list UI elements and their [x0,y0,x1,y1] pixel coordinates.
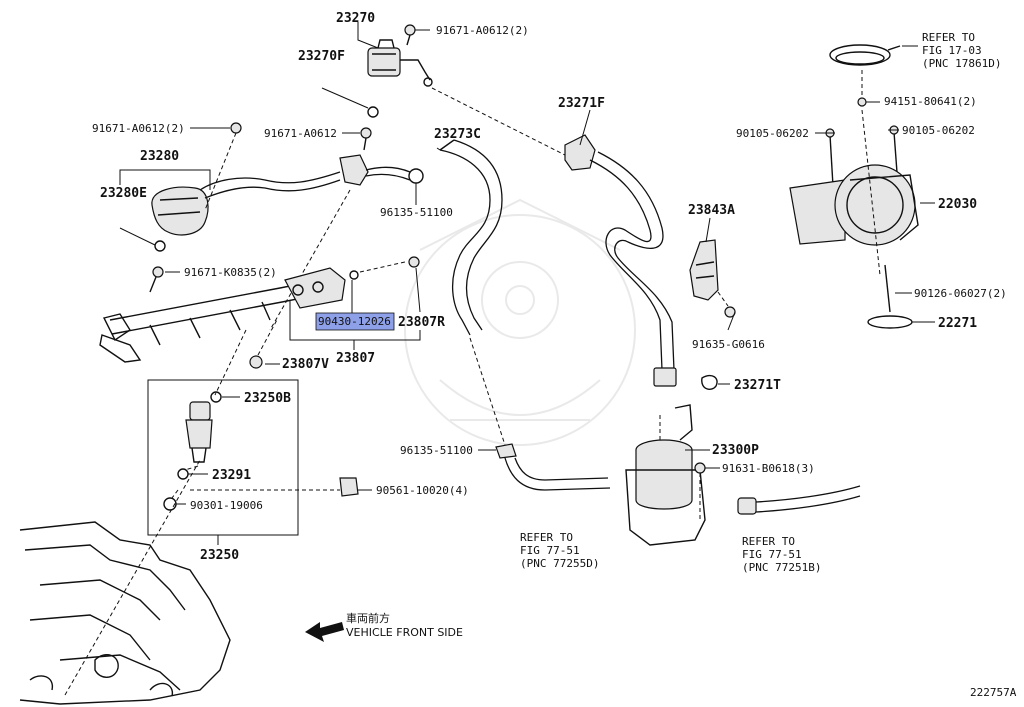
label-90105-06202-b[interactable]: 90105-06202 [902,124,975,137]
ref-77251B-line3[interactable]: (PNC 77251B) [742,561,821,574]
ref-77251B-line1: REFER TO [742,535,795,548]
label-23271F[interactable]: 23271F [558,96,605,111]
diagram-id: 222757A [970,686,1017,699]
hose-23273C [439,139,503,336]
engine-to-injector-dashline [64,459,201,696]
vehicle-front-arrow-icon [305,622,344,642]
label-90430-12026[interactable]: 90430-12026 [318,315,391,328]
fuel-hose-right [737,485,861,515]
plug-90561 [339,477,359,497]
ref-77251B-line2: FIG 77-51 [742,548,802,561]
label-91635-g0616[interactable]: 91635-G0616 [692,338,765,351]
label-23807V[interactable]: 23807V [282,357,329,372]
label-96135-51100-bottom[interactable]: 96135-51100 [400,444,473,457]
label-91671-k0835[interactable]: 91671-K0835(2) [184,266,277,279]
label-23291[interactable]: 23291 [212,468,251,483]
grommet-23291 [177,468,189,480]
label-23250[interactable]: 23250 [200,548,239,563]
vsv-23270 [367,39,433,87]
ref-77255D-line1: REFER TO [520,531,573,544]
o-ring-23270F [367,106,379,118]
label-90126-06027[interactable]: 90126-06027(2) [914,287,1007,300]
bolt-mid-91671 [360,127,372,151]
bolt-23807R [408,256,421,313]
label-23250B[interactable]: 23250B [244,391,291,406]
bolt-91671-K0835 [149,266,164,293]
hose-23271F [564,134,677,387]
leader-lines [119,22,935,505]
label-91671-a0612[interactable]: 91671-A0612 [264,127,337,140]
highlight-box [315,312,395,331]
label-94151-80641[interactable]: 94151-80641(2) [884,95,977,108]
label-23843A[interactable]: 23843A [688,203,735,218]
injector-group-box [147,379,299,536]
fuel-rail-23807 [99,267,346,363]
label-91631-b0618[interactable]: 91631-B0618(3) [722,462,815,475]
label-22271[interactable]: 22271 [938,316,977,331]
engine-block-outline [19,521,231,705]
label-23273C[interactable]: 23273C [434,127,481,142]
canister-23300P [625,404,706,546]
injector-23250 [185,391,222,463]
label-22030[interactable]: 22030 [938,197,977,212]
o-ring-23280E [154,240,166,252]
clamp-96135-bottom [495,443,517,459]
label-90301-19006[interactable]: 90301-19006 [190,499,263,512]
ref-77255D-line3[interactable]: (PNC 77255D) [520,557,599,570]
direction-label-en: VEHICLE FRONT SIDE [346,626,463,639]
bolt-left-91671 [204,122,242,211]
ref-17861D-line2: FIG 17-03 [922,44,982,57]
direction-label-jp: 車両前方 [346,611,390,625]
label-90105-06202-a[interactable]: 90105-06202 [736,127,809,140]
label-90561-10020[interactable]: 90561-10020(4) [376,484,469,497]
ref-77255D-line2: FIG 77-51 [520,544,580,557]
ref-17861D-line1: REFER TO [922,31,975,44]
label-23807[interactable]: 23807 [336,351,375,366]
watermark-emblem [404,198,636,446]
label-23270[interactable]: 23270 [336,11,375,26]
label-23270F[interactable]: 23270F [298,49,345,64]
regulator-23280 [151,171,341,236]
label-96135-51100-top[interactable]: 96135-51100 [380,206,453,219]
label-91671-a0612-2-left[interactable]: 91671-A0612(2) [92,122,185,135]
label-23280E[interactable]: 23280E [100,186,147,201]
label-91671-a0612-2-top[interactable]: 91671-A0612(2) [436,24,529,37]
label-23271T[interactable]: 23271T [734,378,781,393]
label-23300P[interactable]: 23300P [712,443,759,458]
seal-23807V [249,355,263,369]
throttle-body-22030 [789,44,919,329]
pulsation-damper-seal [349,270,359,280]
clip-23271T [701,374,718,390]
label-23807R[interactable]: 23807R [398,315,445,330]
label-23280[interactable]: 23280 [140,149,179,164]
bracket-23843A [689,239,736,318]
ref-17861D-line3[interactable]: (PNC 17861D) [922,57,1001,70]
bolt-top-91671 [404,24,416,46]
